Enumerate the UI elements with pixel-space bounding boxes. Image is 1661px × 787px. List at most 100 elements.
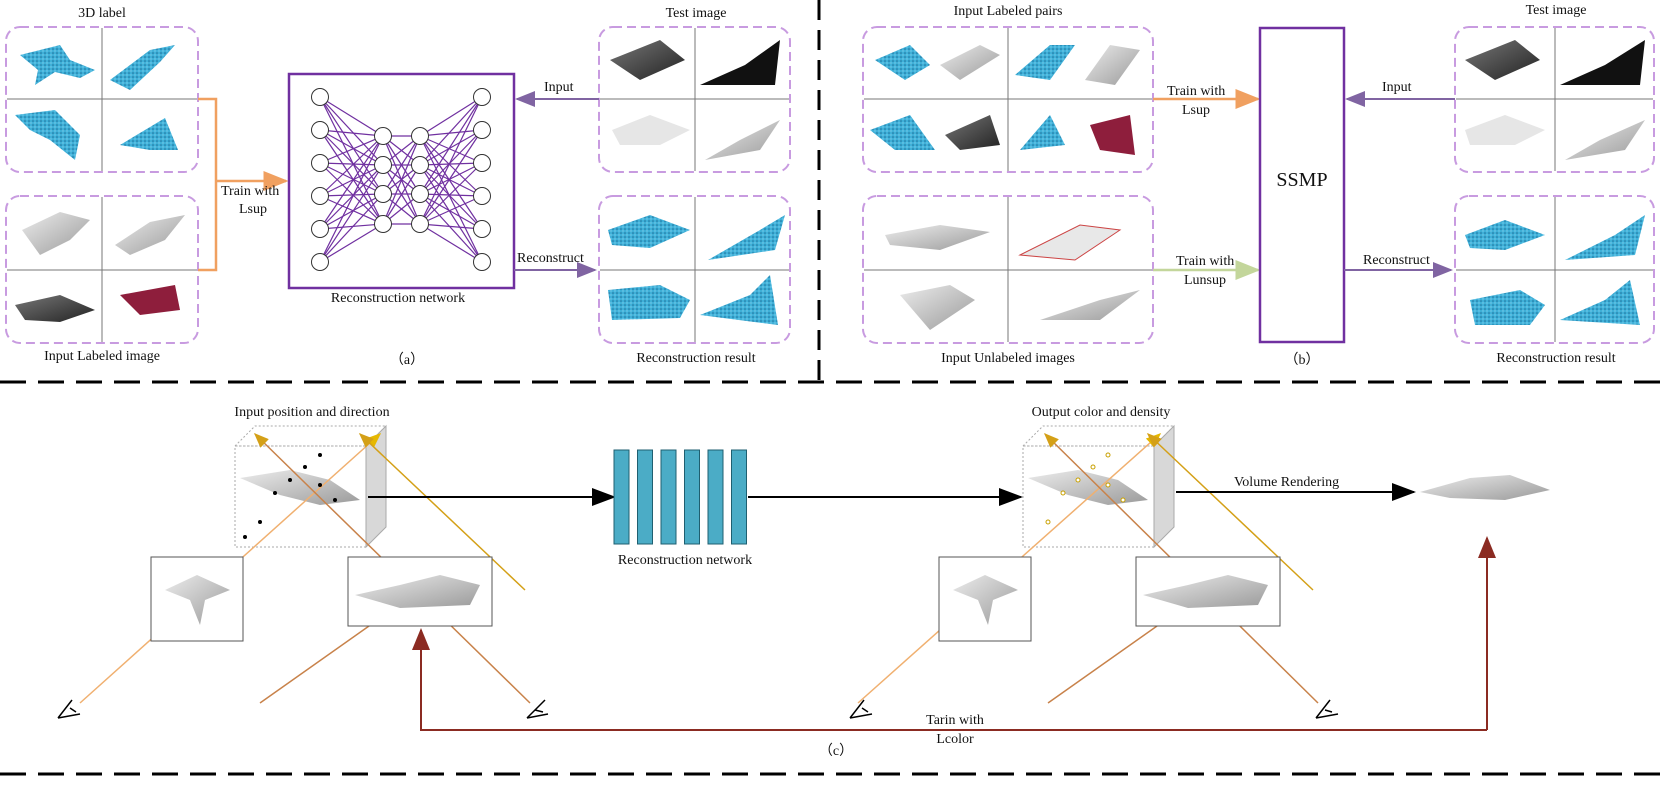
network-edge <box>319 162 384 195</box>
panel-b <box>862 26 1655 344</box>
network-edge <box>319 193 384 230</box>
network-edge <box>319 96 384 225</box>
reconstruction-network-c <box>613 449 747 545</box>
network-edge <box>319 135 384 164</box>
network-layer-block <box>637 449 653 545</box>
network-node <box>411 156 429 174</box>
network-edge <box>419 162 483 225</box>
network-edge <box>319 96 384 166</box>
network-edge <box>419 129 483 195</box>
view-image-1 <box>150 556 244 642</box>
rendered-plane-image <box>1420 475 1550 500</box>
network-node <box>473 154 491 172</box>
output-color-title: Output color and density <box>1031 405 1171 420</box>
network-edge <box>419 162 483 166</box>
network-edge <box>382 164 421 225</box>
network-edge <box>319 223 384 230</box>
train-with-label-a: Train with <box>221 184 280 199</box>
lcolor-feedback-arrow <box>412 536 1496 731</box>
network-node <box>311 187 329 205</box>
input-position-title: Input position and direction <box>234 405 390 420</box>
network-edge <box>419 129 483 225</box>
network-node <box>374 215 392 233</box>
network-node <box>311 220 329 238</box>
network-node <box>311 88 329 106</box>
network-edge <box>319 129 384 137</box>
input-labeled-image-grid <box>5 195 199 344</box>
network-edge <box>319 135 384 230</box>
network-edge <box>319 164 384 263</box>
test-image-grid-b <box>1454 26 1655 173</box>
ssmp-box <box>1258 26 1346 344</box>
network-edge <box>419 96 483 137</box>
network-edge <box>419 129 483 137</box>
network-node <box>311 253 329 271</box>
ssmp-label: SSMP <box>1276 169 1328 191</box>
network-edge <box>319 96 384 195</box>
network-edge <box>419 223 483 230</box>
network-node <box>411 127 429 145</box>
network-layer-block <box>707 449 724 545</box>
network-node <box>311 121 329 139</box>
network-layer-block <box>613 449 630 545</box>
input-label-a: Input <box>544 80 574 95</box>
network-node <box>311 154 329 172</box>
network-edge <box>319 164 384 230</box>
network-node <box>473 88 491 106</box>
panel-c <box>57 424 1550 731</box>
network-node <box>473 220 491 238</box>
network-layer-block <box>731 449 747 545</box>
3d-label-grid <box>5 26 199 173</box>
network-edge <box>319 135 384 263</box>
network-edge <box>419 135 483 230</box>
network-edge <box>419 193 483 263</box>
network-edge <box>419 96 483 225</box>
network-caption-c: Reconstruction network <box>617 553 753 568</box>
input-labeled-pairs-grid <box>862 26 1154 173</box>
reconstruction-result-grid-a <box>598 195 791 344</box>
network-edge <box>319 164 384 197</box>
network-node <box>374 156 392 174</box>
network-layer-block <box>660 449 677 545</box>
lsup-label-a: Lsup <box>239 202 267 217</box>
network-edge <box>319 129 384 195</box>
network-edge <box>419 129 483 166</box>
network-edge <box>419 96 483 166</box>
input-volume-cube <box>233 424 388 549</box>
lcolor-label: Lcolor <box>936 732 974 747</box>
network-edge <box>419 162 483 195</box>
reconstruction-result-grid-b <box>1454 195 1655 344</box>
network-edge <box>419 164 483 197</box>
output-volume-cube <box>1021 424 1176 549</box>
network-edge <box>319 195 384 225</box>
input-labeled-pairs-title: Input Labeled pairs <box>953 4 1063 19</box>
test-image-title-b: Test image <box>1525 3 1587 18</box>
network-node <box>473 121 491 139</box>
network-edge <box>382 135 421 225</box>
train-with-label-b1: Train with <box>1167 84 1226 99</box>
network-edge <box>419 193 483 197</box>
test-image-title-a: Test image <box>665 6 727 21</box>
network-edge <box>419 164 483 230</box>
network-edge <box>319 162 384 225</box>
network-edge <box>319 129 384 225</box>
view-image-4 <box>1135 556 1281 627</box>
network-layer-block <box>684 449 700 545</box>
caption-c: （c） <box>818 744 854 759</box>
network-node <box>473 187 491 205</box>
test-image-grid-a <box>598 26 791 173</box>
network-edge <box>419 223 483 263</box>
caption-b: （b） <box>1284 353 1320 368</box>
network-node <box>374 185 392 203</box>
network-edge <box>419 195 483 225</box>
input-labeled-image-title: Input Labeled image <box>44 349 160 364</box>
reconstruction-network-a <box>287 72 516 290</box>
reconstruction-result-title-a: Reconstruction result <box>636 351 756 366</box>
network-edge <box>319 223 384 263</box>
network-node <box>411 185 429 203</box>
lunsup-label-b: Lunsup <box>1184 273 1226 288</box>
network-node <box>374 127 392 145</box>
